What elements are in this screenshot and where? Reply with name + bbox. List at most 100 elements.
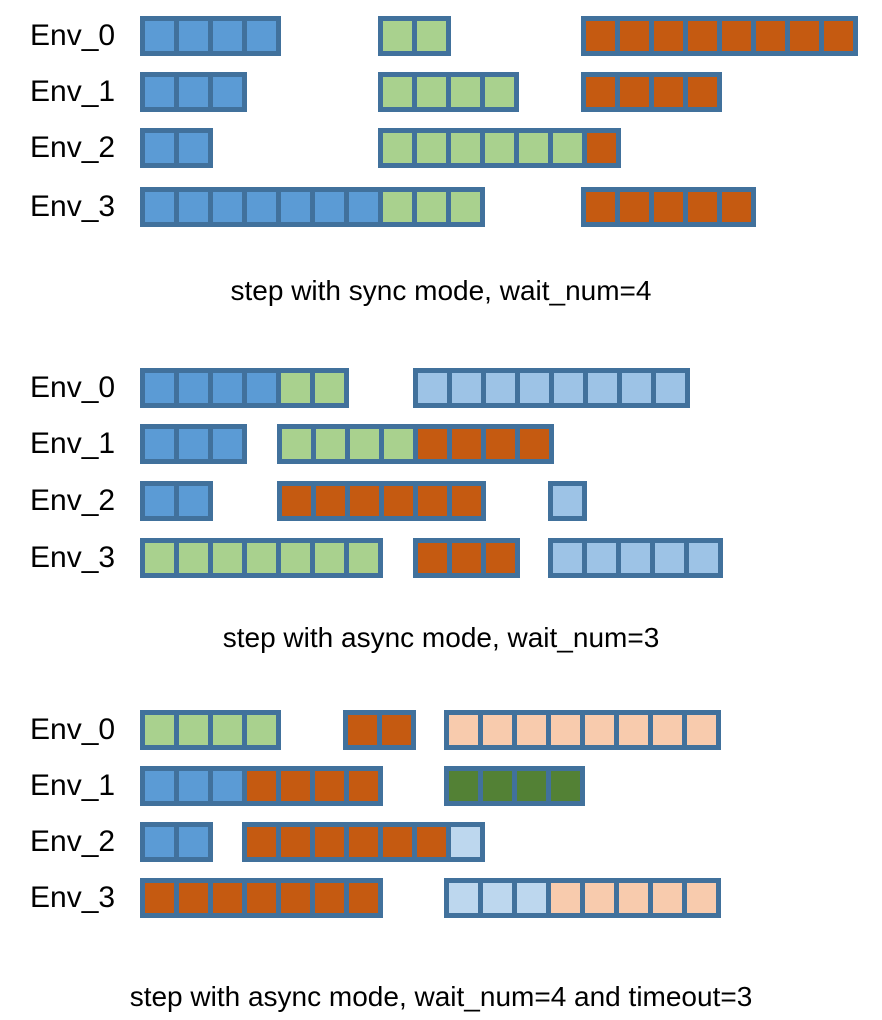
step-cell-pale_orange [619, 715, 648, 745]
panel-3-row-label-env_1: Env_1 [30, 769, 116, 802]
step-cell-blue [247, 373, 276, 403]
step-bar [140, 128, 213, 168]
step-cell-orange [383, 827, 412, 857]
step-cell-orange [349, 771, 378, 801]
step-cell-orange [688, 21, 717, 51]
step-cell-green [213, 543, 242, 573]
step-cell-light_blue [588, 373, 617, 403]
step-cell-orange [620, 77, 649, 107]
step-cell-dark_green [517, 771, 546, 801]
step-cell-blue [213, 771, 242, 801]
step-cell-orange [316, 486, 345, 516]
step-cell-orange [486, 429, 515, 459]
step-cell-blue [179, 192, 208, 222]
step-cell-blue [213, 192, 242, 222]
step-bar [140, 481, 213, 521]
step-cell-green [350, 429, 379, 459]
step-cell-orange [349, 883, 378, 913]
step-cell-pale_orange [449, 715, 478, 745]
step-cell-pale_orange [483, 715, 512, 745]
step-cell-blue [145, 373, 174, 403]
step-cell-pale_orange [585, 715, 614, 745]
step-cell-blue [145, 21, 174, 51]
step-cell-green [315, 543, 344, 573]
panel-3-caption: step with async mode, wait_num=4 and tim… [129, 981, 753, 1013]
step-cell-pale_blue [517, 883, 546, 913]
step-cell-orange [281, 883, 310, 913]
step-cell-orange [654, 77, 683, 107]
step-cell-light_blue [486, 373, 515, 403]
step-cell-blue [145, 771, 174, 801]
step-cell-orange [418, 486, 447, 516]
step-cell-orange [452, 429, 481, 459]
step-cell-orange [586, 77, 615, 107]
step-cell-pale_blue [449, 883, 478, 913]
panel-1-row-label-env_3: Env_3 [30, 190, 116, 223]
step-cell-light_blue [554, 373, 583, 403]
step-cell-blue [145, 827, 174, 857]
step-cell-orange [282, 486, 311, 516]
step-cell-orange [179, 883, 208, 913]
step-cell-blue [179, 771, 208, 801]
panel-1-row-label-env_2: Env_2 [30, 131, 116, 164]
step-bar [242, 822, 485, 862]
panel-1-caption: step with sync mode, wait_num=4 [230, 275, 652, 307]
step-cell-light_blue [553, 486, 582, 516]
step-cell-green [213, 715, 242, 745]
step-cell-light_blue [622, 373, 651, 403]
step-cell-orange [281, 771, 310, 801]
step-cell-blue [349, 192, 378, 222]
step-cell-orange [620, 192, 649, 222]
step-bar [140, 538, 383, 578]
step-cell-blue [213, 373, 242, 403]
panel-1-row-label-env_1: Env_1 [30, 75, 116, 108]
step-cell-blue [179, 21, 208, 51]
step-cell-orange [790, 21, 819, 51]
step-cell-green [383, 77, 412, 107]
panel-3-row-label-env_3: Env_3 [30, 881, 116, 914]
step-cell-blue [281, 192, 310, 222]
step-cell-green [349, 543, 378, 573]
step-cell-blue [145, 133, 174, 163]
step-cell-green [451, 77, 480, 107]
step-cell-pale_orange [619, 883, 648, 913]
step-bar [378, 16, 451, 56]
step-cell-light_blue [520, 373, 549, 403]
step-cell-dark_green [449, 771, 478, 801]
step-cell-light_blue [587, 543, 616, 573]
step-cell-blue [179, 77, 208, 107]
step-cell-blue [179, 827, 208, 857]
step-cell-blue [315, 192, 344, 222]
step-cell-green [451, 133, 480, 163]
step-cell-green [417, 192, 446, 222]
step-bar [343, 710, 416, 750]
panel-3-row-label-env_0: Env_0 [30, 713, 116, 746]
step-cell-orange [247, 827, 276, 857]
step-cell-blue [213, 429, 242, 459]
step-cell-orange [382, 715, 411, 745]
step-bar [140, 710, 281, 750]
step-bar [140, 878, 383, 918]
step-cell-orange [384, 486, 413, 516]
step-cell-orange [452, 486, 481, 516]
step-cell-orange [688, 192, 717, 222]
step-cell-pale_orange [687, 883, 716, 913]
step-cell-blue [145, 429, 174, 459]
step-cell-orange [824, 21, 853, 51]
step-cell-pale_orange [551, 715, 580, 745]
step-cell-pale_orange [653, 715, 682, 745]
step-bar [140, 766, 383, 806]
step-bar [444, 878, 721, 918]
step-bar [378, 128, 621, 168]
step-cell-orange [350, 486, 379, 516]
step-cell-green [553, 133, 582, 163]
step-bar [277, 481, 486, 521]
step-bar [444, 710, 721, 750]
panel-1-row-label-env_0: Env_0 [30, 19, 116, 52]
step-bar [581, 187, 756, 227]
step-cell-green [247, 715, 276, 745]
step-cell-orange [486, 543, 515, 573]
step-bar [548, 481, 587, 521]
step-cell-dark_green [551, 771, 580, 801]
step-bar [140, 187, 485, 227]
